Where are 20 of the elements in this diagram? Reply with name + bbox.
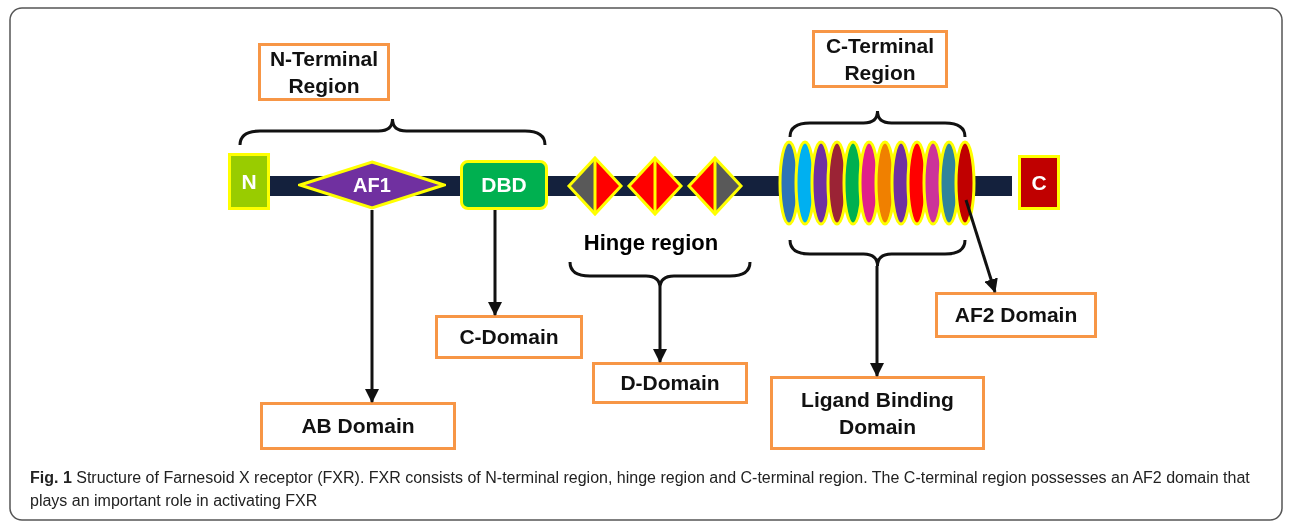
terminus-box: N xyxy=(228,153,270,210)
domain-label-box: AB Domain xyxy=(260,402,456,450)
domain-label-box: D-Domain xyxy=(592,362,748,404)
region-label: Hinge region xyxy=(582,229,720,257)
domain-name: AF1 xyxy=(353,173,391,197)
region-label-box: C-Terminal Region xyxy=(812,30,948,88)
domain-label-box: C-Domain xyxy=(435,315,583,359)
terminus-box: C xyxy=(1018,155,1060,210)
arrow xyxy=(365,210,379,403)
arrow xyxy=(870,266,884,377)
domain-label-box: Ligand Binding Domain xyxy=(770,376,985,450)
figure-caption: Fig. 1 Structure of Farnesoid X receptor (FXR). FXR consists of N-terminal region, hinge region and C-terminal region. The C-terminal region possesses an AF2 domain that plays an important role in activating FXR xyxy=(30,468,1250,512)
bracket xyxy=(568,261,752,290)
region-label-box: N-Terminal Region xyxy=(258,43,390,101)
domain-label-box: AF2 Domain xyxy=(935,292,1097,338)
arrow xyxy=(653,288,667,363)
dbd-box: DBD xyxy=(460,160,548,210)
arrow xyxy=(488,210,502,316)
bracket xyxy=(788,239,967,268)
arrow xyxy=(964,199,998,293)
